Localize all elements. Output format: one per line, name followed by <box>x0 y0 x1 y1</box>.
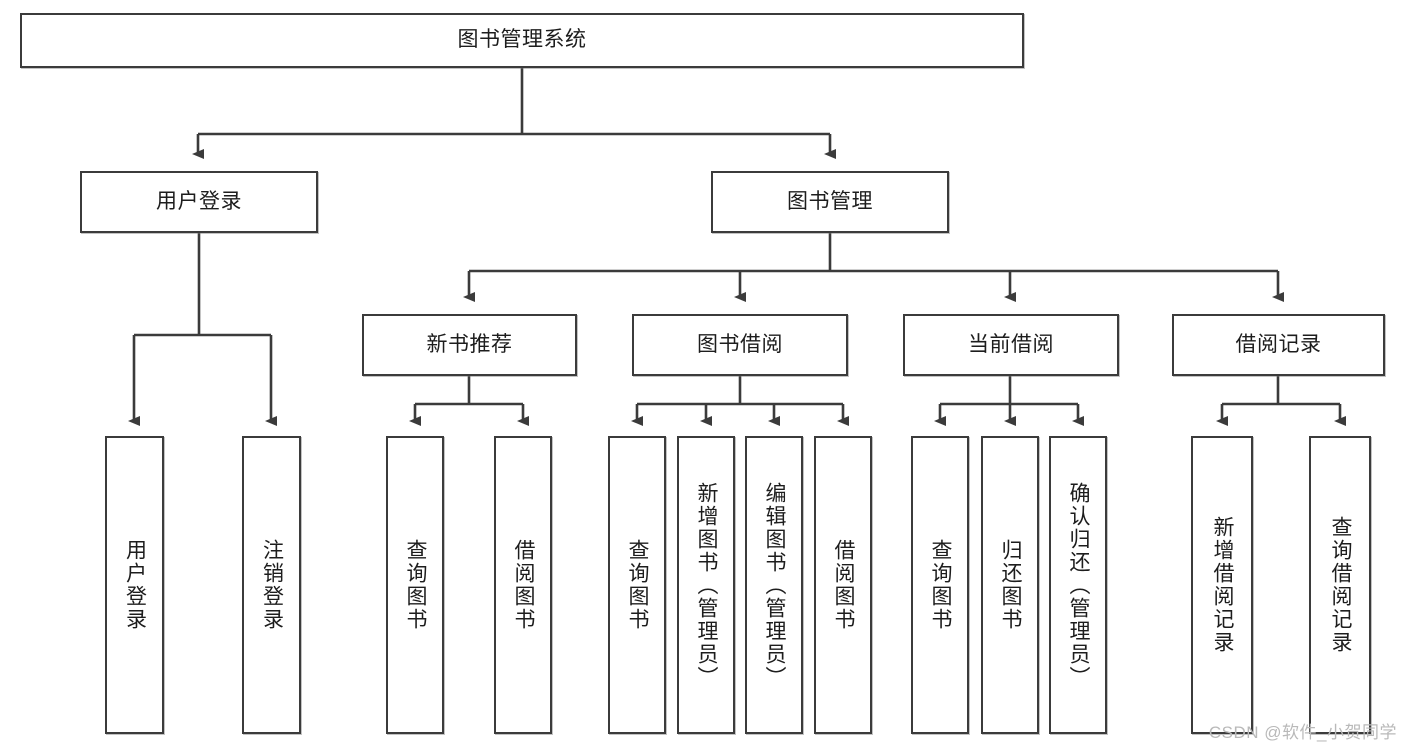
leaf-user-login-login[interactable]: 用户登录 <box>105 436 164 734</box>
leaf-current-borrow-return-book[interactable]: 归还图书 <box>981 436 1039 734</box>
node-label: 借阅记录 <box>1235 332 1322 356</box>
node-label: 借阅图书 <box>512 539 536 631</box>
node-label: 新增图书（管理员） <box>695 481 719 689</box>
node-label: 借阅图书 <box>832 539 856 631</box>
node-root-book-management-system[interactable]: 图书管理系统 <box>20 13 1024 68</box>
leaf-book-borrow-borrow-book[interactable]: 借阅图书 <box>814 436 872 734</box>
node-label: 图书借阅 <box>697 332 783 356</box>
leaf-borrow-record-query-record[interactable]: 查询借阅记录 <box>1309 436 1371 734</box>
node-label: 编辑图书（管理员） <box>763 481 787 689</box>
leaf-current-borrow-confirm-return-admin[interactable]: 确认归还（管理员） <box>1049 436 1107 734</box>
watermark-text: CSDN @软件_小贺同学 <box>1208 723 1397 742</box>
leaf-book-borrow-query-book[interactable]: 查询图书 <box>608 436 666 734</box>
node-label: 确认归还（管理员） <box>1067 481 1091 689</box>
node-label: 当前借阅 <box>968 332 1054 356</box>
node-label: 查询借阅记录 <box>1329 516 1353 654</box>
leaf-new-book-borrow-book[interactable]: 借阅图书 <box>494 436 552 734</box>
node-book-borrow[interactable]: 图书借阅 <box>632 314 848 376</box>
node-label: 用户登录 <box>156 189 242 213</box>
node-label: 新增借阅记录 <box>1211 516 1235 654</box>
leaf-user-login-logout[interactable]: 注销登录 <box>242 436 301 734</box>
node-current-borrow[interactable]: 当前借阅 <box>903 314 1119 376</box>
leaf-book-borrow-add-book-admin[interactable]: 新增图书（管理员） <box>677 436 735 734</box>
node-book-management[interactable]: 图书管理 <box>711 171 949 233</box>
node-label: 新书推荐 <box>426 332 513 356</box>
node-label: 查询图书 <box>626 539 650 631</box>
node-label: 注销登录 <box>260 539 284 631</box>
node-label: 查询图书 <box>929 539 953 631</box>
node-label: 用户登录 <box>123 539 147 631</box>
leaf-current-borrow-query-book[interactable]: 查询图书 <box>911 436 969 734</box>
leaf-new-book-query-book[interactable]: 查询图书 <box>386 436 444 734</box>
node-borrow-record[interactable]: 借阅记录 <box>1172 314 1385 376</box>
leaf-book-borrow-edit-book-admin[interactable]: 编辑图书（管理员） <box>745 436 803 734</box>
node-label: 归还图书 <box>999 539 1023 631</box>
leaf-borrow-record-add-record[interactable]: 新增借阅记录 <box>1191 436 1253 734</box>
node-label: 图书管理 <box>787 189 873 213</box>
node-user-login[interactable]: 用户登录 <box>80 171 318 233</box>
node-label: 图书管理系统 <box>457 28 587 52</box>
node-label: 查询图书 <box>404 539 428 631</box>
node-new-book-recommend[interactable]: 新书推荐 <box>362 314 577 376</box>
